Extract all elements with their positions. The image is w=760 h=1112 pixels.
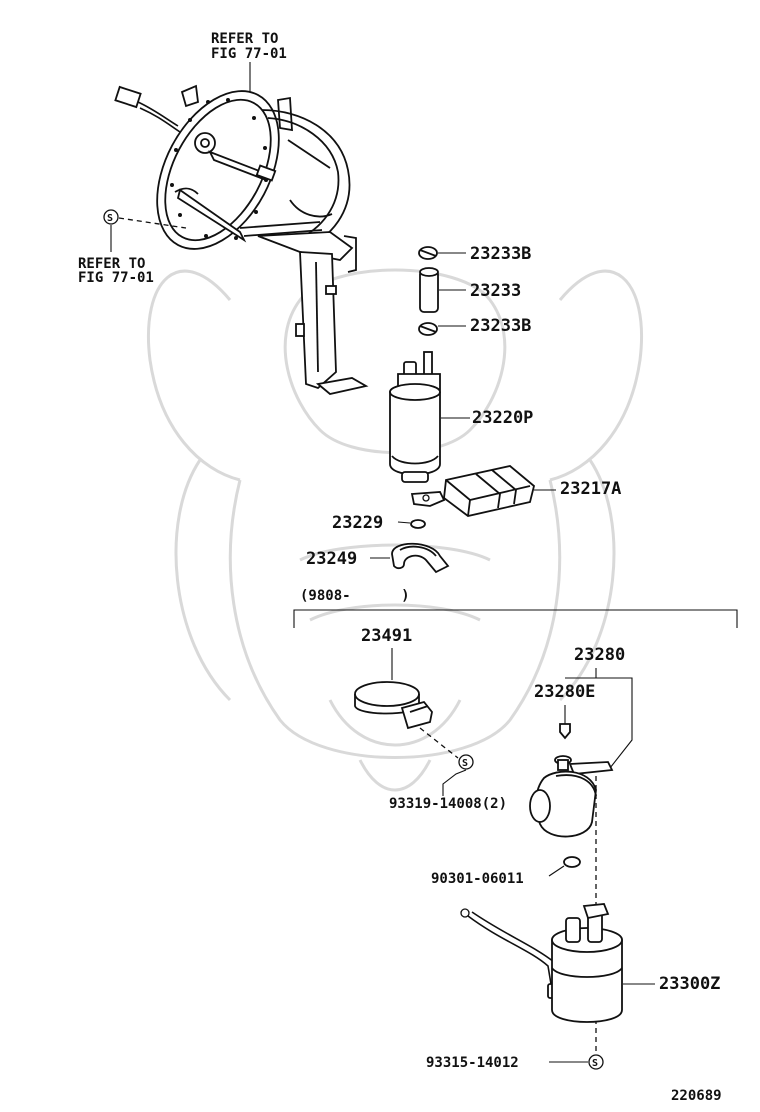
label-23280e: 23280E — [534, 682, 595, 702]
figure-number: 220689 — [671, 1088, 722, 1104]
label-23233b-bottom: 23233B — [470, 316, 531, 336]
clamp-23233b-top — [418, 246, 438, 260]
clamp-23233b-bottom — [418, 322, 438, 336]
washer-23280e — [559, 723, 571, 740]
label-23280: 23280 — [574, 645, 625, 665]
leader-90301 — [548, 865, 565, 877]
label-90301: 90301-06011 — [431, 871, 524, 887]
leader-23280 — [595, 668, 633, 769]
svg-text:S: S — [462, 758, 468, 769]
watermark — [147, 268, 643, 792]
leader-93319 — [442, 769, 467, 796]
fuel-pump-23220p — [389, 351, 441, 483]
label-23217a: 23217A — [560, 479, 621, 499]
pressure-regulator-23280 — [529, 755, 614, 838]
label-23249: 23249 — [306, 549, 357, 569]
standard-part-symbol-93315: S — [588, 1054, 604, 1070]
svg-text:S: S — [592, 1058, 598, 1069]
standard-part-symbol-left: S — [103, 209, 119, 225]
cushion-23249 — [391, 542, 450, 574]
svg-text:S: S — [107, 213, 113, 224]
dashed-line-left — [118, 217, 187, 229]
hose-23233 — [419, 267, 439, 313]
label-23220p: 23220P — [472, 408, 533, 428]
refer-top-line2: FIG 77-01 — [211, 46, 287, 62]
standard-part-symbol-23491: S — [458, 754, 474, 770]
fuel-filter-23300z — [460, 903, 623, 1023]
fuel-pump-bracket — [114, 84, 369, 395]
leader-23229 — [397, 521, 411, 524]
label-23233: 23233 — [470, 281, 521, 301]
clamp-band-23491 — [354, 681, 433, 730]
label-23229: 23229 — [332, 513, 383, 533]
label-23491: 23491 — [361, 626, 412, 646]
refer-left-line2: FIG 77-01 — [78, 270, 154, 286]
label-93319: 93319-14008(2) — [389, 796, 507, 812]
washer-23229 — [410, 519, 426, 529]
date-range-bracket — [293, 609, 738, 628]
label-23300z: 23300Z — [659, 974, 720, 994]
label-93315: 93315-14012 — [426, 1055, 519, 1071]
refer-left-line1: REFER TO — [78, 256, 145, 272]
fuel-filter-23217a — [410, 465, 536, 517]
refer-top-line1: REFER TO — [211, 31, 278, 47]
dashed-line-23491 — [419, 727, 459, 759]
date-range-label: (9808- ) — [300, 588, 410, 604]
label-23233b-top: 23233B — [470, 244, 531, 264]
o-ring-90301 — [563, 856, 581, 868]
